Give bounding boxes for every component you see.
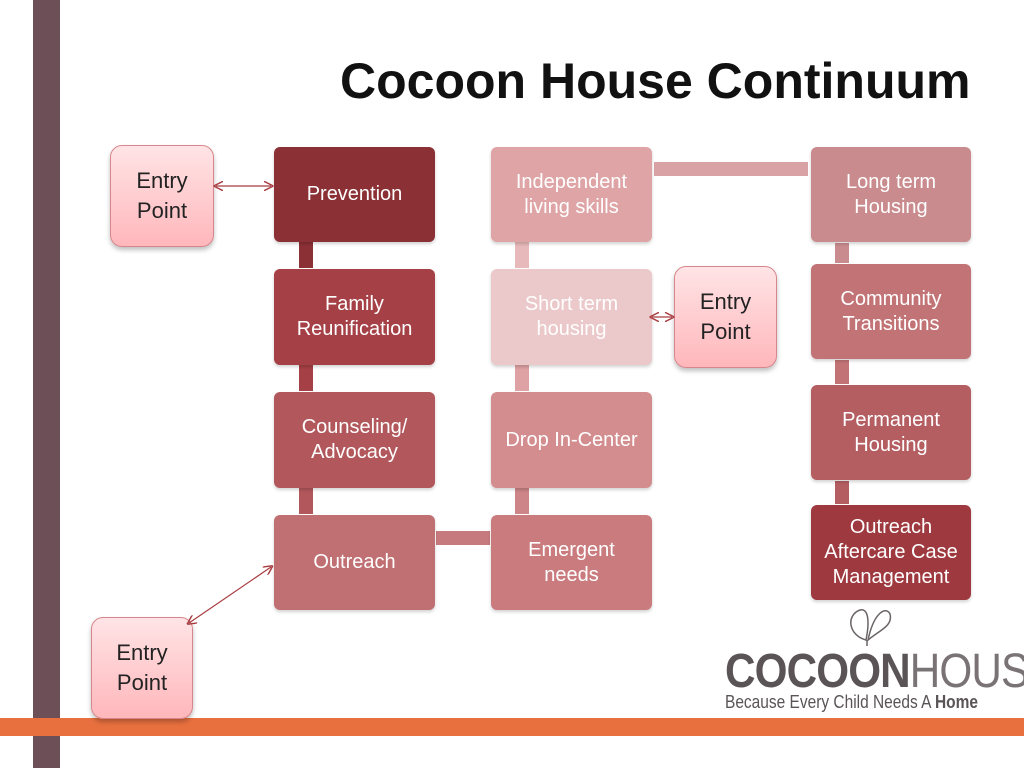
logo-tagline: Because Every Child Needs A Home	[725, 692, 978, 712]
entry-point-bottom: Entry Point	[91, 617, 193, 719]
connector-longterm-community	[835, 243, 849, 263]
connector-prevention-family	[299, 242, 313, 268]
family-reunification-box: Family Reunification	[274, 269, 435, 365]
entry-point-middle: Entry Point	[674, 266, 777, 368]
connector-outreach-emergent	[436, 531, 490, 545]
short-term-housing-box: Short term housing	[491, 269, 652, 365]
connector-emergent-drop	[515, 488, 529, 514]
entry-point-top: Entry Point	[110, 145, 214, 247]
prevention-box: Prevention	[274, 147, 435, 242]
logo-wordmark: COCOONHOUSE	[725, 645, 1024, 698]
community-transitions-box: Community Transitions	[811, 264, 971, 359]
butterfly-icon	[850, 609, 892, 646]
connector-community-permanent	[835, 360, 849, 384]
connector-drop-short	[515, 365, 529, 391]
drop-in-center-box: Drop In-Center	[491, 392, 652, 488]
long-term-housing-box: Long term Housing	[811, 147, 971, 242]
connector-independent-longterm	[654, 162, 808, 176]
connector-counseling-outreach	[299, 488, 313, 514]
outreach-aftercare-box: Outreach Aftercare Case Management	[811, 505, 971, 600]
counseling-advocacy-box: Counseling/ Advocacy	[274, 392, 435, 488]
slide-title: Cocoon House Continuum	[340, 53, 971, 109]
connector-permanent-aftercare	[835, 481, 849, 504]
permanent-housing-box: Permanent Housing	[811, 385, 971, 480]
left-accent-bar	[33, 0, 60, 768]
connector-family-counseling	[299, 365, 313, 391]
connector-short-independent	[515, 242, 529, 268]
independent-living-skills-box: Independent living skills	[491, 147, 652, 242]
arrow-entry-outreach	[189, 567, 271, 623]
bottom-accent-bar	[0, 718, 1024, 736]
emergent-needs-box: Emergent needs	[491, 515, 652, 610]
outreach-box: Outreach	[274, 515, 435, 610]
cocoon-house-logo: COCOONHOUSE Because Every Child Needs A …	[720, 600, 1024, 720]
